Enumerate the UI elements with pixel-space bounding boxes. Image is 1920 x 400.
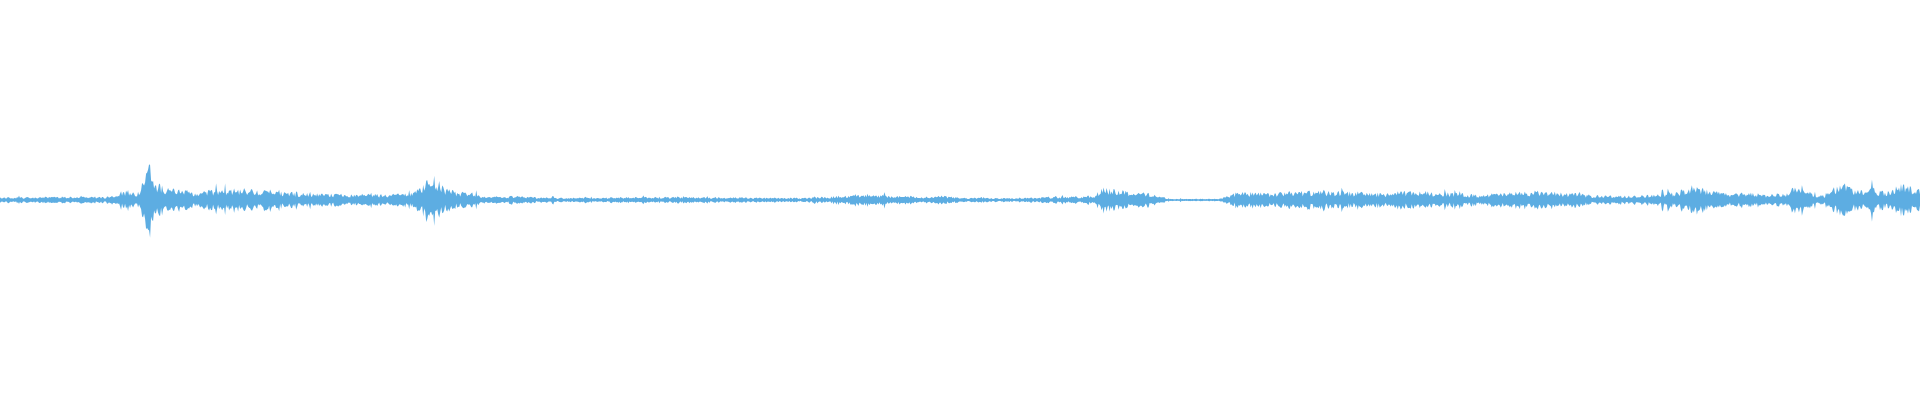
waveform-shape: [0, 164, 1920, 238]
